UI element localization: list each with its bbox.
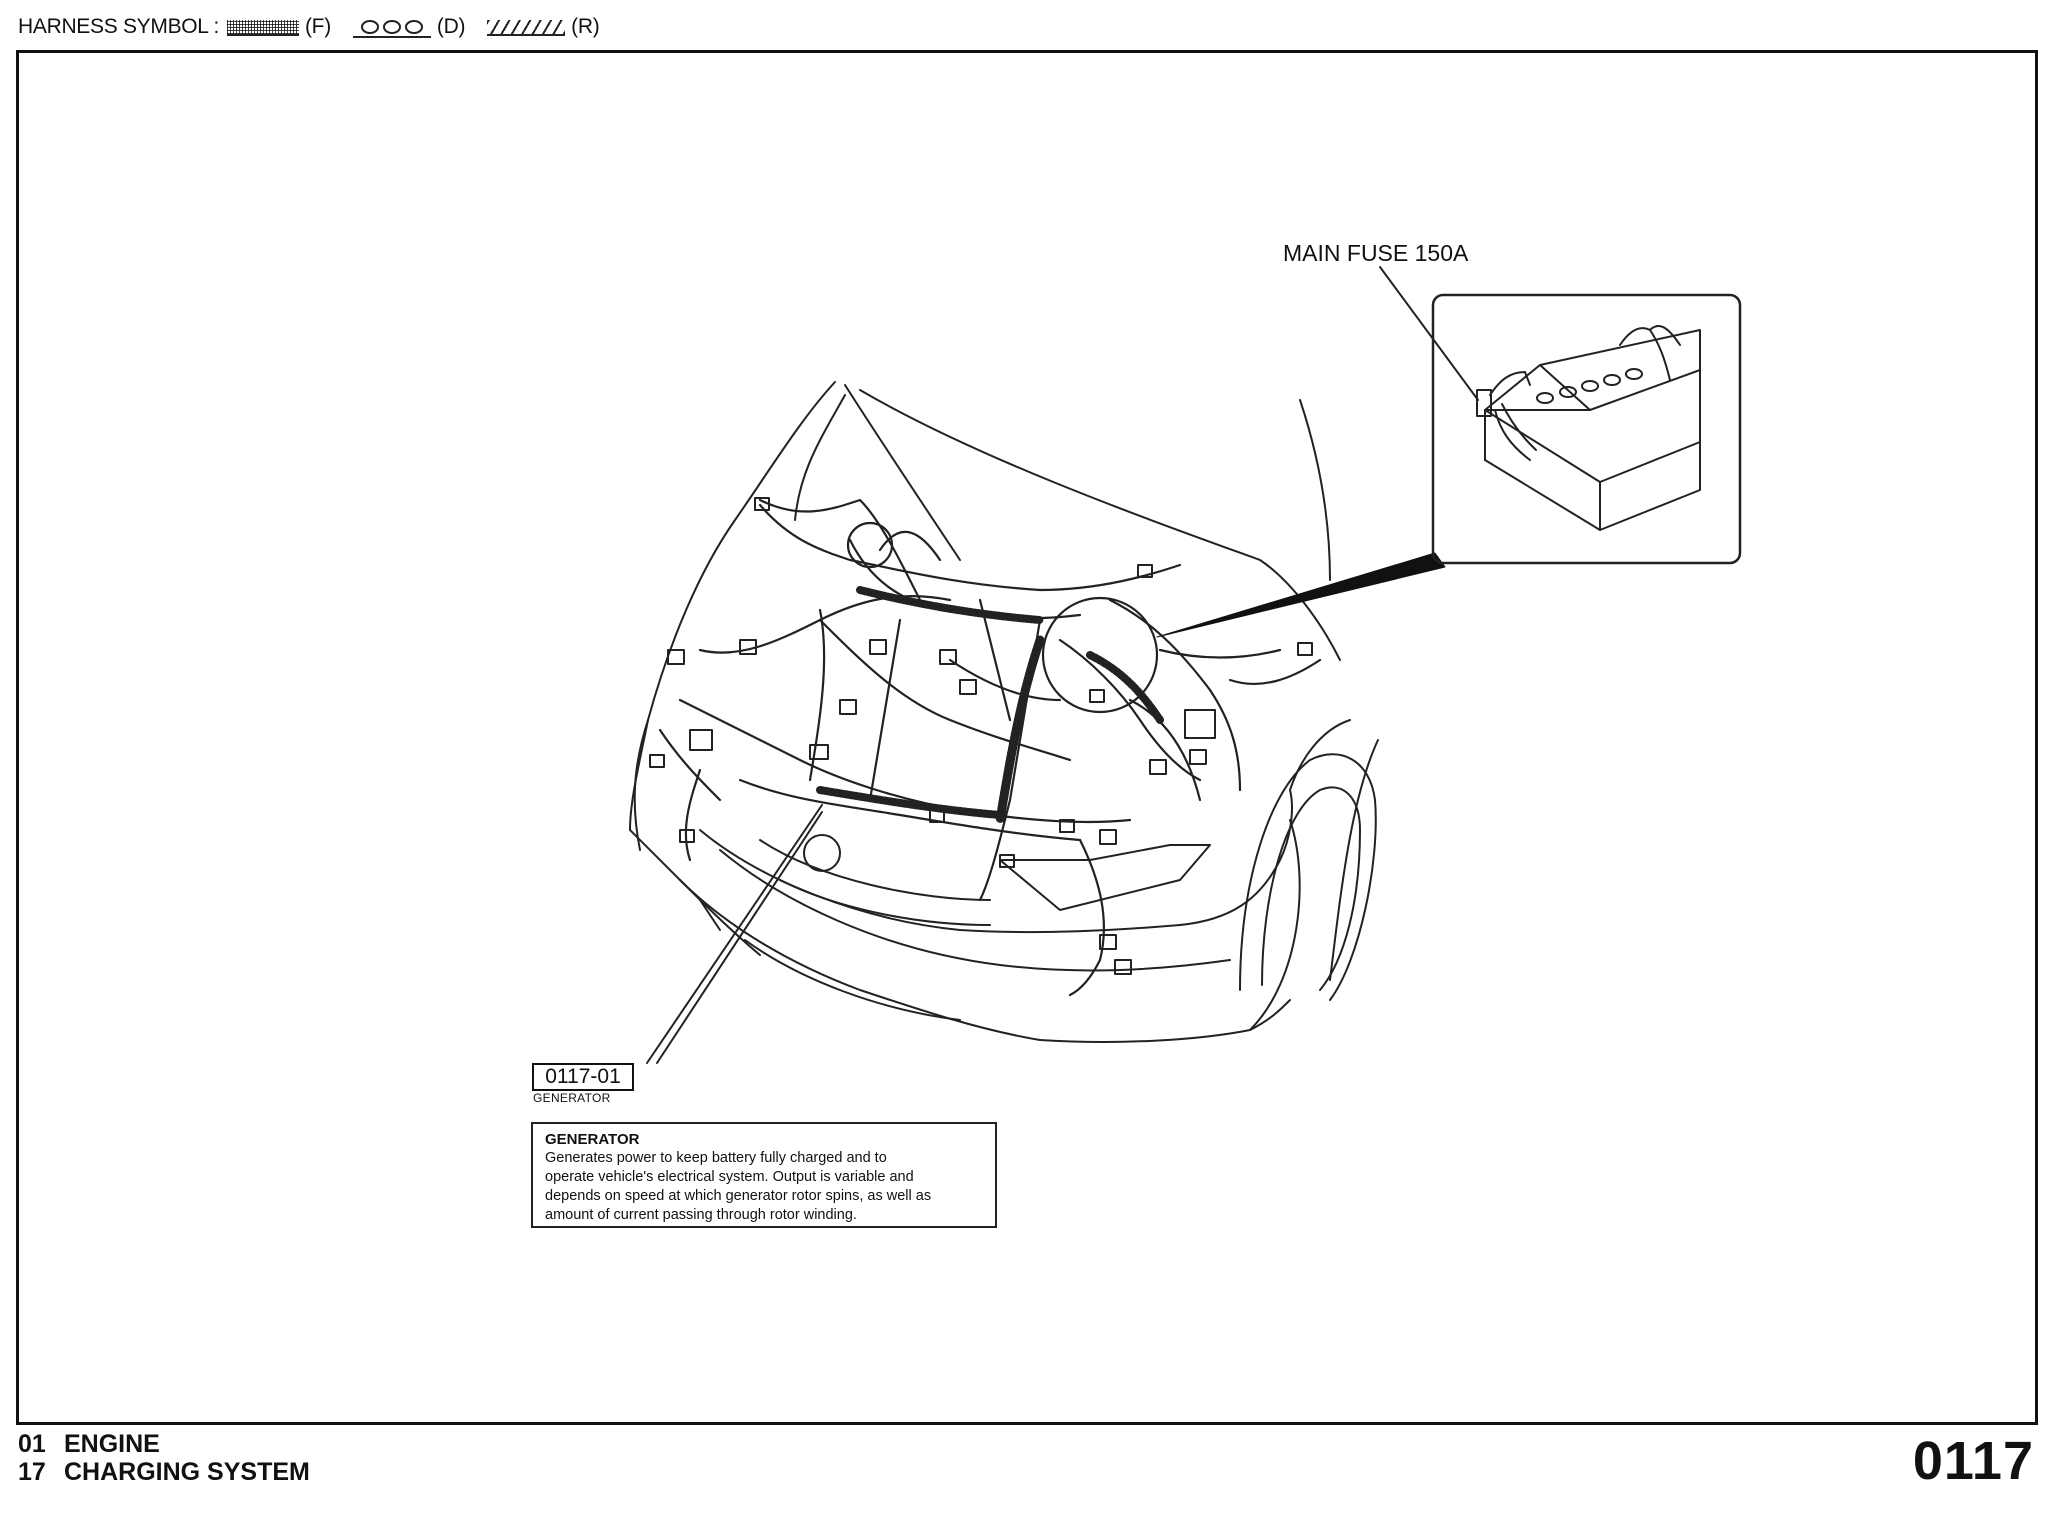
section-title: ENGINE bbox=[64, 1430, 160, 1458]
generator-info-box: GENERATOR Generates power to keep batter… bbox=[531, 1122, 997, 1228]
dotted-hatch-swatch-icon bbox=[226, 20, 299, 36]
legend-code-f: (F) bbox=[304, 15, 331, 38]
info-line: depends on speed at which generator roto… bbox=[545, 1188, 932, 1204]
legend-title: HARNESS SYMBOL : bbox=[18, 15, 219, 38]
section-engine: 01 ENGINE bbox=[18, 1430, 160, 1459]
subsection-title: CHARGING SYSTEM bbox=[64, 1458, 310, 1486]
battery-inset bbox=[1431, 293, 1742, 565]
leader-lines bbox=[646, 266, 1479, 1064]
info-line: operate vehicle's electrical system. Out… bbox=[545, 1169, 914, 1185]
section-charging-system: 17 CHARGING SYSTEM bbox=[18, 1458, 310, 1487]
component-ref-name: GENERATOR bbox=[533, 1091, 611, 1105]
diagonal-hatch-swatch-icon bbox=[487, 20, 566, 36]
info-line: Generates power to keep battery fully ch… bbox=[545, 1150, 887, 1166]
page-number: 0117 bbox=[1912, 1431, 2034, 1491]
legend-code-d: (D) bbox=[436, 15, 466, 38]
battery-icon bbox=[1476, 325, 1701, 531]
section-number: 01 bbox=[18, 1430, 46, 1458]
component-ref-box: 0117-01 bbox=[532, 1063, 634, 1091]
circles-swatch-icon bbox=[352, 18, 431, 38]
callout-wedge bbox=[1156, 552, 1446, 638]
car-body-outline bbox=[629, 381, 1379, 1043]
wire-harness bbox=[649, 497, 1322, 997]
diagram-frame bbox=[16, 50, 2038, 1425]
info-title: GENERATOR bbox=[545, 1131, 640, 1148]
subsection-number: 17 bbox=[18, 1458, 46, 1486]
legend-code-r: (R) bbox=[571, 15, 600, 38]
harness-symbol-legend: HARNESS SYMBOL : (F) (D) (R) bbox=[18, 12, 621, 42]
info-line: amount of current passing through rotor … bbox=[545, 1207, 857, 1223]
main-fuse-label: MAIN FUSE 150A bbox=[1283, 240, 1469, 266]
